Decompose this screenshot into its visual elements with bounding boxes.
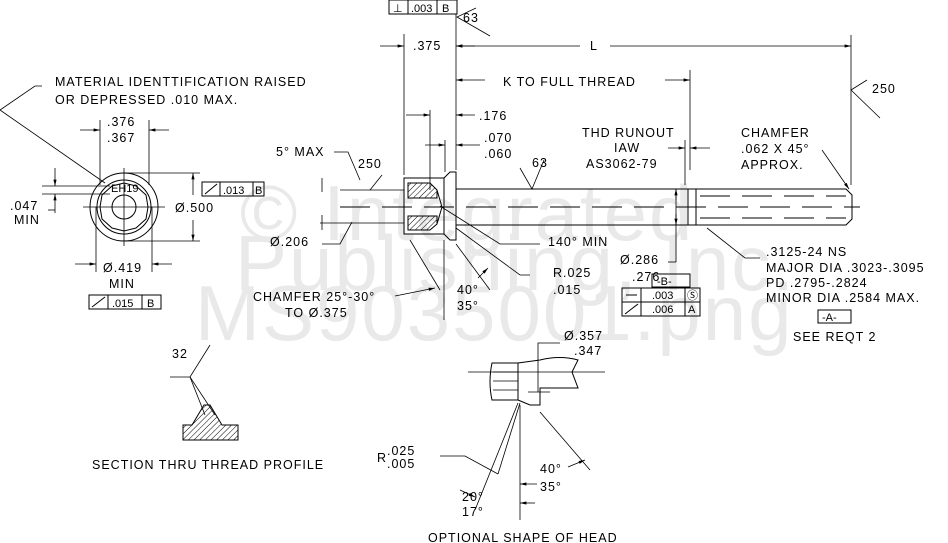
recess-depth: .047 [10,199,38,213]
angle-35: 35° [457,299,479,313]
thread-spec-2: MAJOR DIA .3023-.3095 [766,261,925,275]
datum-b: -B- [651,273,691,288]
socket-width-min: .367 [107,131,135,145]
head-height-dim: .375 [413,39,441,53]
recess-depth-qual: MIN [14,213,40,227]
runout-icon [204,183,218,195]
shank-dia-max: Ø.286 [620,253,659,267]
bearing-dia: Ø.419 [103,261,142,275]
thread-spec-3: PD .2795-.2824 [766,276,868,290]
finish-bearing: 63 [463,11,479,25]
finish-thread: 250 [872,82,896,96]
fcf-datum: B [255,185,262,197]
opt-angle-40: 40° [540,462,562,476]
opt-r-min: .005 [387,457,415,471]
thread-section: 32 SECTION THRU THREAD PROFILE [92,344,324,472]
watermark: © Integrated Publishing, Inc. MS9035001.… [195,169,796,357]
fcf-datum: B [442,3,449,15]
chamfer-note-1: CHAMFER [741,126,810,140]
fcf-tol: .006 [652,304,673,316]
finish-shank: 63 [532,156,548,170]
runout-icon [624,303,639,315]
fcf-tol: .013 [223,185,244,197]
socket-dia: Ø.206 [270,235,309,249]
runout-icon [91,296,106,308]
thd-runout-2: IAW [614,141,640,155]
head-chamfer-1: CHAMFER 25°-30° [253,290,375,304]
radius-max: R.025 [553,266,591,280]
dim-070: .070 [484,131,512,145]
opt-angle-17: 17° [462,505,484,519]
watermark-line-2: Publishing, Inc. [235,219,796,307]
material-note-2: OR DEPRESSED .010 MAX. [55,93,238,107]
material-note-1: MATERIAL IDENTTIFICATION RAISED [55,75,307,89]
opt-dia-max: Ø.357 [564,329,603,343]
see-reqt: SEE REQT 2 [793,330,876,344]
fcf-tol: .003 [411,3,432,15]
socket-width-max: .376 [107,115,135,129]
opt-angle-35: 35° [540,480,562,494]
watermark-line-3: MS9035001.png [195,269,793,357]
head-end-view: MATERIAL IDENTTIFICATION RAISED OR DEPRE… [0,75,307,310]
dim-060: .060 [484,147,512,161]
chamfer-note-3: APPROX. [741,158,804,172]
fcf-shank: .003 Ⓢ .006 A [621,287,701,317]
five-deg-max: 5° MAX [276,145,325,159]
bearing-dia-qual: MIN [109,277,135,291]
fcf-runout-head: .013 B [201,181,265,197]
head-dia: Ø.500 [175,201,214,215]
watermark-line-1: © Integrated [240,169,694,257]
thread-spec-1: .3125-24 NS [766,245,847,259]
angle-40: 40° [457,283,479,297]
marking-label: EH19 [111,183,139,195]
fcf-runout-bearing: .015 B [88,294,162,310]
datum-b-label: -B- [657,276,672,288]
bolt-side-view: ⊥ .003 B 63 .375 L K TO FULL THREAD .176… [253,0,925,344]
perpendicularity-icon: ⊥ [393,3,403,15]
thread-finish: 32 [172,347,188,361]
fcf-perpendicularity: ⊥ .003 B [388,0,458,15]
finish-socket: 250 [358,157,382,171]
thd-runout-1: THD RUNOUT [582,126,675,140]
radius-min: .015 [553,283,581,297]
fcf-tol: .003 [652,290,673,302]
fcf-datum: A [688,304,696,316]
chamfer-note-2: .062 X 45° [741,142,810,156]
datum-a-label: -A- [822,312,837,324]
opt-dia-min: .347 [574,344,602,358]
datum-a: -A- [817,309,852,324]
thread-section-caption: SECTION THRU THREAD PROFILE [92,458,324,472]
k-dim: K TO FULL THREAD [503,75,636,89]
optional-head-caption: OPTIONAL SHAPE OF HEAD [428,531,618,543]
dim-176: .176 [479,109,507,123]
opt-r-max: .025 [387,444,415,458]
head-chamfer-2: TO Ø.375 [285,306,348,320]
thread-spec-4: MINOR DIA .2584 MAX. [766,291,920,305]
fcf-tol: .015 [112,298,133,310]
fcf-modifier: Ⓢ [687,289,698,302]
length-dim: L [590,39,598,53]
optional-head-view: Ø.357 .347 R .025 .005 40° 35° 20° 17° O… [377,329,618,543]
angle-140-min: 140° MIN [548,235,608,249]
fcf-datum: B [147,298,154,310]
opt-r-prefix: R [377,451,387,465]
thd-runout-3: AS3062-79 [586,157,658,171]
opt-angle-20: 20° [462,490,484,504]
